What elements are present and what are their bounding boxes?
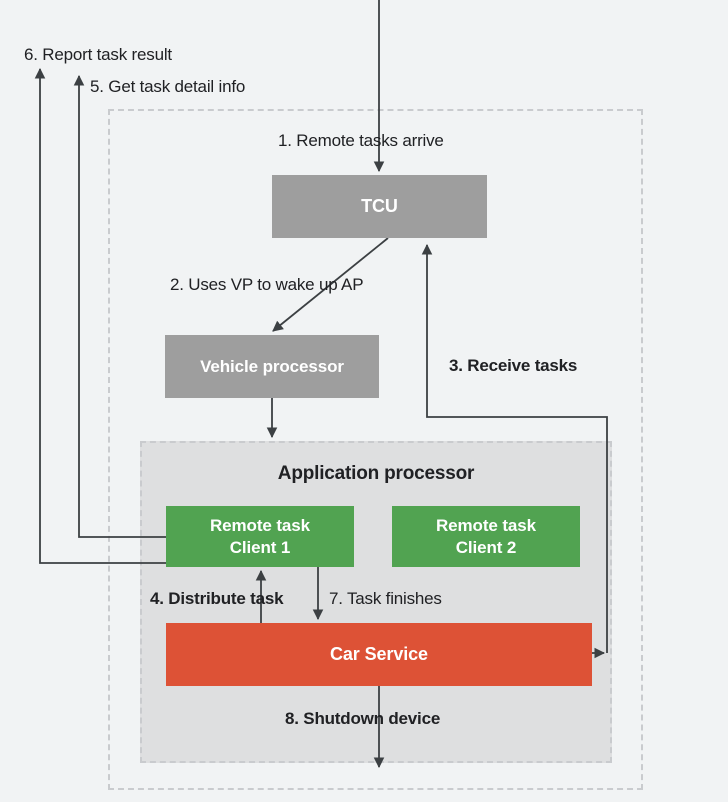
step-label-7: 7. Task finishes xyxy=(329,589,442,608)
step-label-2: 2. Uses VP to wake up AP xyxy=(170,275,364,294)
node-car-service-label: Car Service xyxy=(330,643,428,664)
node-vehicle-processor-label: Vehicle processor xyxy=(200,356,344,376)
node-tcu[interactable]: TCU xyxy=(272,175,487,238)
node-client2-line1: Remote task xyxy=(436,515,536,535)
node-client2-line2: Client 2 xyxy=(455,537,517,557)
node-vehicle-processor[interactable]: Vehicle processor xyxy=(165,335,379,398)
step-label-3: 3. Receive tasks xyxy=(449,356,578,375)
node-client1-line2: Client 1 xyxy=(229,537,291,557)
node-car-service[interactable]: Car Service xyxy=(166,623,592,686)
node-tcu-label: TCU xyxy=(361,195,398,216)
node-client1-line1: Remote task xyxy=(210,515,310,535)
step-label-1: 1. Remote tasks arrive xyxy=(278,131,444,150)
node-remote-task-client-2[interactable]: Remote task Client 2 xyxy=(392,506,580,567)
node-remote-task-client-1[interactable]: Remote task Client 1 xyxy=(166,506,354,567)
node-client1-text: Remote task Client 1 xyxy=(210,515,310,559)
step-label-6: 6. Report task result xyxy=(24,45,172,64)
step-label-4: 4. Distribute task xyxy=(150,589,284,608)
step-label-8: 8. Shutdown device xyxy=(285,709,441,728)
step-label-5: 5. Get task detail info xyxy=(90,77,246,96)
node-client2-text: Remote task Client 2 xyxy=(436,515,536,559)
application-processor-label: Application processor xyxy=(277,463,475,484)
